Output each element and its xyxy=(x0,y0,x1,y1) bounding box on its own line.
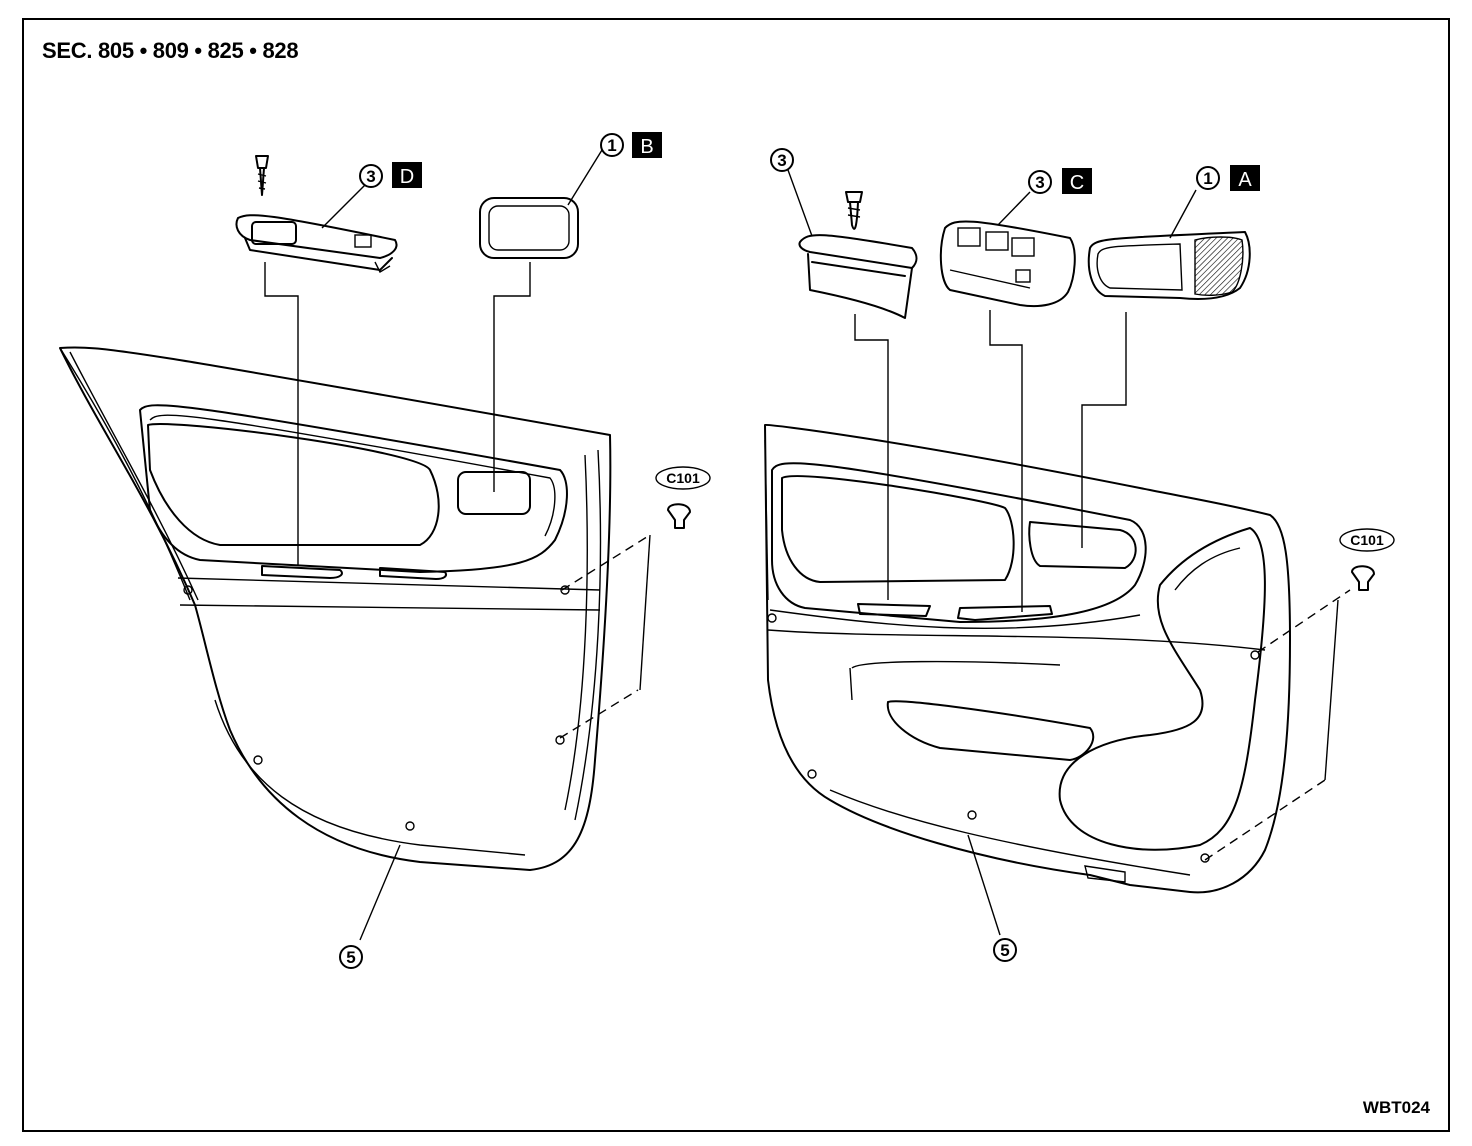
callout-right-trim: 5 xyxy=(993,938,1017,962)
svg-text:C101: C101 xyxy=(1350,532,1384,548)
right-speaker-grille-area xyxy=(1058,527,1266,851)
svg-text:5: 5 xyxy=(346,948,355,967)
right-inside-handle-finisher xyxy=(1087,231,1251,300)
left-clip-c101: C101 xyxy=(655,466,711,529)
left-power-window-switch-finisher xyxy=(235,155,398,273)
svg-text:C101: C101 xyxy=(666,470,700,486)
svg-text:A: A xyxy=(1238,169,1252,191)
figure-code: WBT024 xyxy=(1362,1098,1430,1117)
callout-right-finisher: 1 A xyxy=(1196,165,1260,191)
section-title: SEC. 805 • 809 • 825 • 828 xyxy=(42,38,299,63)
callout-left-switch: 3 D xyxy=(359,162,422,188)
svg-text:1: 1 xyxy=(607,136,616,155)
right-power-window-switch xyxy=(939,220,1076,308)
callout-left-finisher: 1 B xyxy=(600,132,662,158)
svg-text:1: 1 xyxy=(1203,169,1212,188)
left-inside-handle-finisher xyxy=(479,197,579,259)
right-armrest-recess xyxy=(771,462,1147,623)
svg-text:3: 3 xyxy=(777,151,786,170)
left-door-trim-assembly xyxy=(59,346,612,871)
svg-text:B: B xyxy=(640,136,653,158)
svg-text:3: 3 xyxy=(1035,173,1044,192)
callout-right-switch: 3 C xyxy=(1028,168,1092,194)
right-pull-handle-cup xyxy=(798,191,918,319)
svg-text:D: D xyxy=(400,166,414,188)
left-armrest-recess xyxy=(139,404,568,573)
left-grip-opening xyxy=(147,423,440,546)
callout-right-pull: 3 xyxy=(770,148,794,172)
right-grip-opening xyxy=(781,475,1015,583)
right-clip-c101: C101 xyxy=(1339,528,1395,591)
svg-text:5: 5 xyxy=(1000,941,1009,960)
drawing-frame xyxy=(22,18,1450,1132)
right-door-trim-assembly xyxy=(764,423,1291,894)
svg-text:3: 3 xyxy=(366,167,375,186)
right-door-trim-panel xyxy=(764,423,1291,894)
svg-text:C: C xyxy=(1070,172,1084,194)
callout-left-trim: 5 xyxy=(339,945,363,969)
